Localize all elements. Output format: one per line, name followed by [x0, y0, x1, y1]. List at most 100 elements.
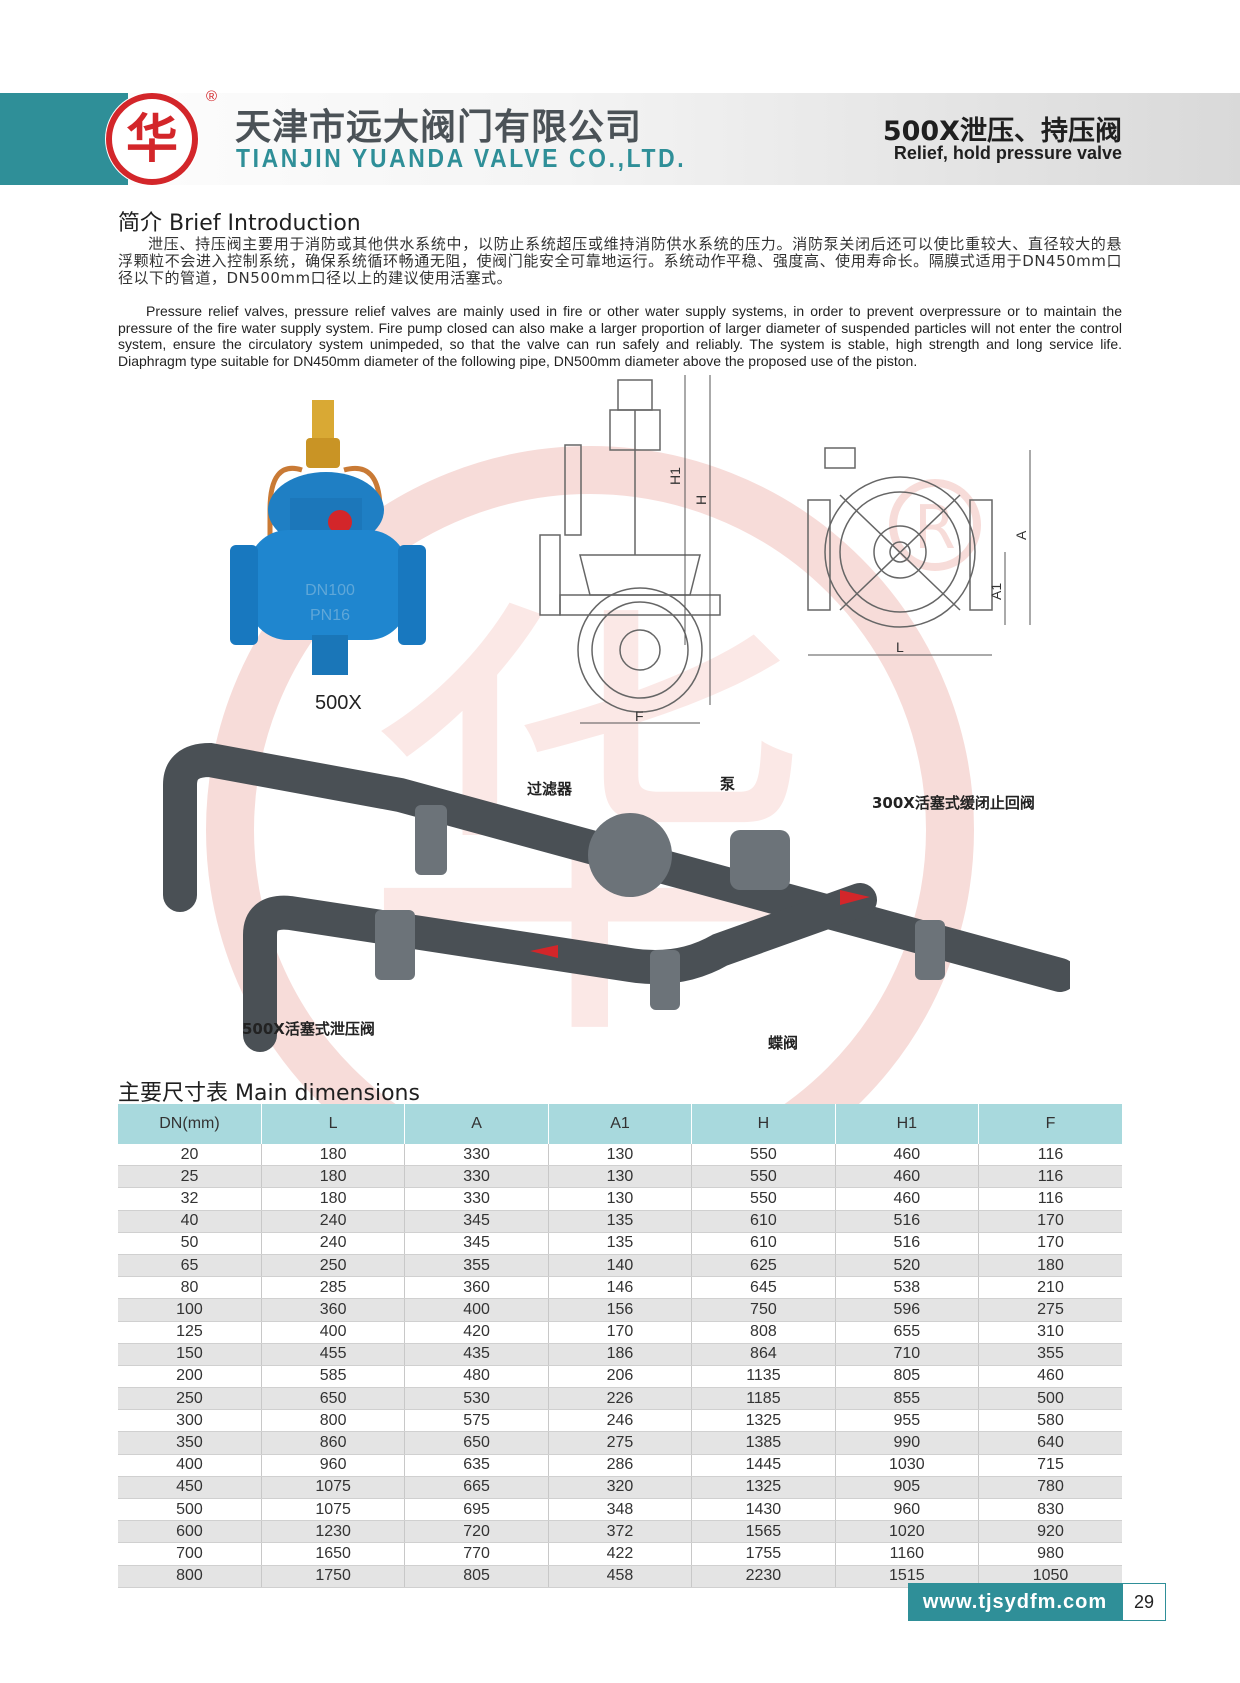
column-header: H — [691, 1104, 836, 1144]
table-cell: 100 — [118, 1298, 262, 1322]
column-header: H1 — [835, 1104, 980, 1144]
table-cell: 250 — [261, 1254, 406, 1278]
product-caption: 500X — [315, 692, 362, 714]
table-cell: 700 — [118, 1542, 262, 1566]
table-cell: 310 — [978, 1321, 1122, 1344]
table-cell: 780 — [978, 1476, 1122, 1500]
product-title-cn: 500X泄压、持压阀 — [882, 116, 1122, 147]
table-cell: 1445 — [691, 1454, 836, 1477]
label-butterfly-valve: 蝶阀 — [768, 1034, 799, 1052]
company-logo: 华 — [105, 92, 199, 186]
table-cell: 1135 — [691, 1365, 836, 1389]
svg-text:DN100: DN100 — [305, 582, 355, 599]
table-cell: 715 — [978, 1454, 1122, 1477]
table-cell: 130 — [548, 1144, 693, 1167]
table-cell: 458 — [548, 1565, 693, 1588]
table-cell: 355 — [978, 1343, 1122, 1366]
table-cell: 275 — [548, 1431, 693, 1455]
table-cell: 180 — [978, 1254, 1122, 1278]
label-filter: 过滤器 — [527, 780, 573, 798]
table-cell: 400 — [261, 1321, 406, 1344]
table-cell: 1385 — [691, 1431, 836, 1455]
table-cell: 980 — [978, 1542, 1122, 1566]
table-cell: 720 — [404, 1520, 549, 1544]
table-cell: 180 — [261, 1144, 406, 1167]
table-cell: 116 — [978, 1144, 1122, 1167]
table-cell: 1030 — [835, 1454, 980, 1477]
table-cell: 32 — [118, 1187, 262, 1211]
table-cell: 170 — [548, 1321, 693, 1344]
table-cell: 600 — [118, 1520, 262, 1544]
column-header: F — [978, 1104, 1122, 1144]
table-cell: 1160 — [835, 1542, 980, 1566]
column-header: A1 — [548, 1104, 693, 1144]
table-cell: 40 — [118, 1210, 262, 1233]
table-cell: 360 — [261, 1298, 406, 1322]
table-cell: 286 — [548, 1454, 693, 1477]
table-cell: 920 — [978, 1520, 1122, 1544]
table-cell: 516 — [835, 1210, 980, 1233]
table-cell: 1515 — [835, 1565, 980, 1588]
table-cell: 2230 — [691, 1565, 836, 1588]
dimensions-heading: 主要尺寸表 Main dimensions — [118, 1081, 420, 1106]
table-cell: 530 — [404, 1387, 549, 1411]
intro-text-cn: 泄压、持压阀主要用于消防或其他供水系统中，以防止系统超压或维持消防供水系统的压力… — [118, 235, 1122, 287]
table-cell: 130 — [548, 1165, 693, 1189]
table-cell: 650 — [261, 1387, 406, 1411]
table-cell: 156 — [548, 1298, 693, 1322]
table-cell: 1185 — [691, 1387, 836, 1411]
label-relief-valve: 500X活塞式泄压阀 — [242, 1020, 375, 1038]
svg-text:F: F — [635, 708, 644, 724]
table-cell: 750 — [691, 1298, 836, 1322]
table-cell: 960 — [835, 1498, 980, 1522]
table-cell: 330 — [404, 1144, 549, 1167]
table-cell: 808 — [691, 1321, 836, 1344]
table-cell: 990 — [835, 1431, 980, 1455]
table-cell: 435 — [404, 1343, 549, 1366]
table-cell: 695 — [404, 1498, 549, 1522]
table-cell: 500 — [118, 1498, 262, 1522]
table-cell: 250 — [118, 1387, 262, 1411]
table-cell: 665 — [404, 1476, 549, 1500]
column-header: A — [404, 1104, 549, 1144]
table-cell: 206 — [548, 1365, 693, 1389]
table-cell: 400 — [118, 1454, 262, 1477]
svg-text:华: 华 — [126, 110, 178, 170]
table-cell: 372 — [548, 1520, 693, 1544]
page-number: 29 — [1122, 1583, 1166, 1621]
table-cell: 480 — [404, 1365, 549, 1389]
table-cell: 226 — [548, 1387, 693, 1411]
table-cell: 240 — [261, 1232, 406, 1255]
table-cell: 575 — [404, 1409, 549, 1433]
table-cell: 1050 — [978, 1565, 1122, 1588]
website-url[interactable]: www.tjsydfm.com — [908, 1583, 1122, 1621]
table-cell: 1075 — [261, 1476, 406, 1500]
table-cell: 520 — [835, 1254, 980, 1278]
table-cell: 550 — [691, 1165, 836, 1189]
table-cell: 20 — [118, 1144, 262, 1167]
table-cell: 275 — [978, 1298, 1122, 1322]
table-cell: 80 — [118, 1276, 262, 1300]
table-cell: 450 — [118, 1476, 262, 1500]
table-cell: 350 — [118, 1431, 262, 1455]
table-cell: 246 — [548, 1409, 693, 1433]
table-cell: 360 — [404, 1276, 549, 1300]
table-cell: 400 — [404, 1298, 549, 1322]
table-cell: 860 — [261, 1431, 406, 1455]
top-view-drawing: A A1 L — [807, 447, 1031, 656]
table-cell: 1325 — [691, 1409, 836, 1433]
table-cell: 1325 — [691, 1476, 836, 1500]
table-cell: 150 — [118, 1343, 262, 1366]
table-cell: 610 — [691, 1232, 836, 1255]
table-cell: 955 — [835, 1409, 980, 1433]
table-cell: 610 — [691, 1210, 836, 1233]
table-cell: 355 — [404, 1254, 549, 1278]
